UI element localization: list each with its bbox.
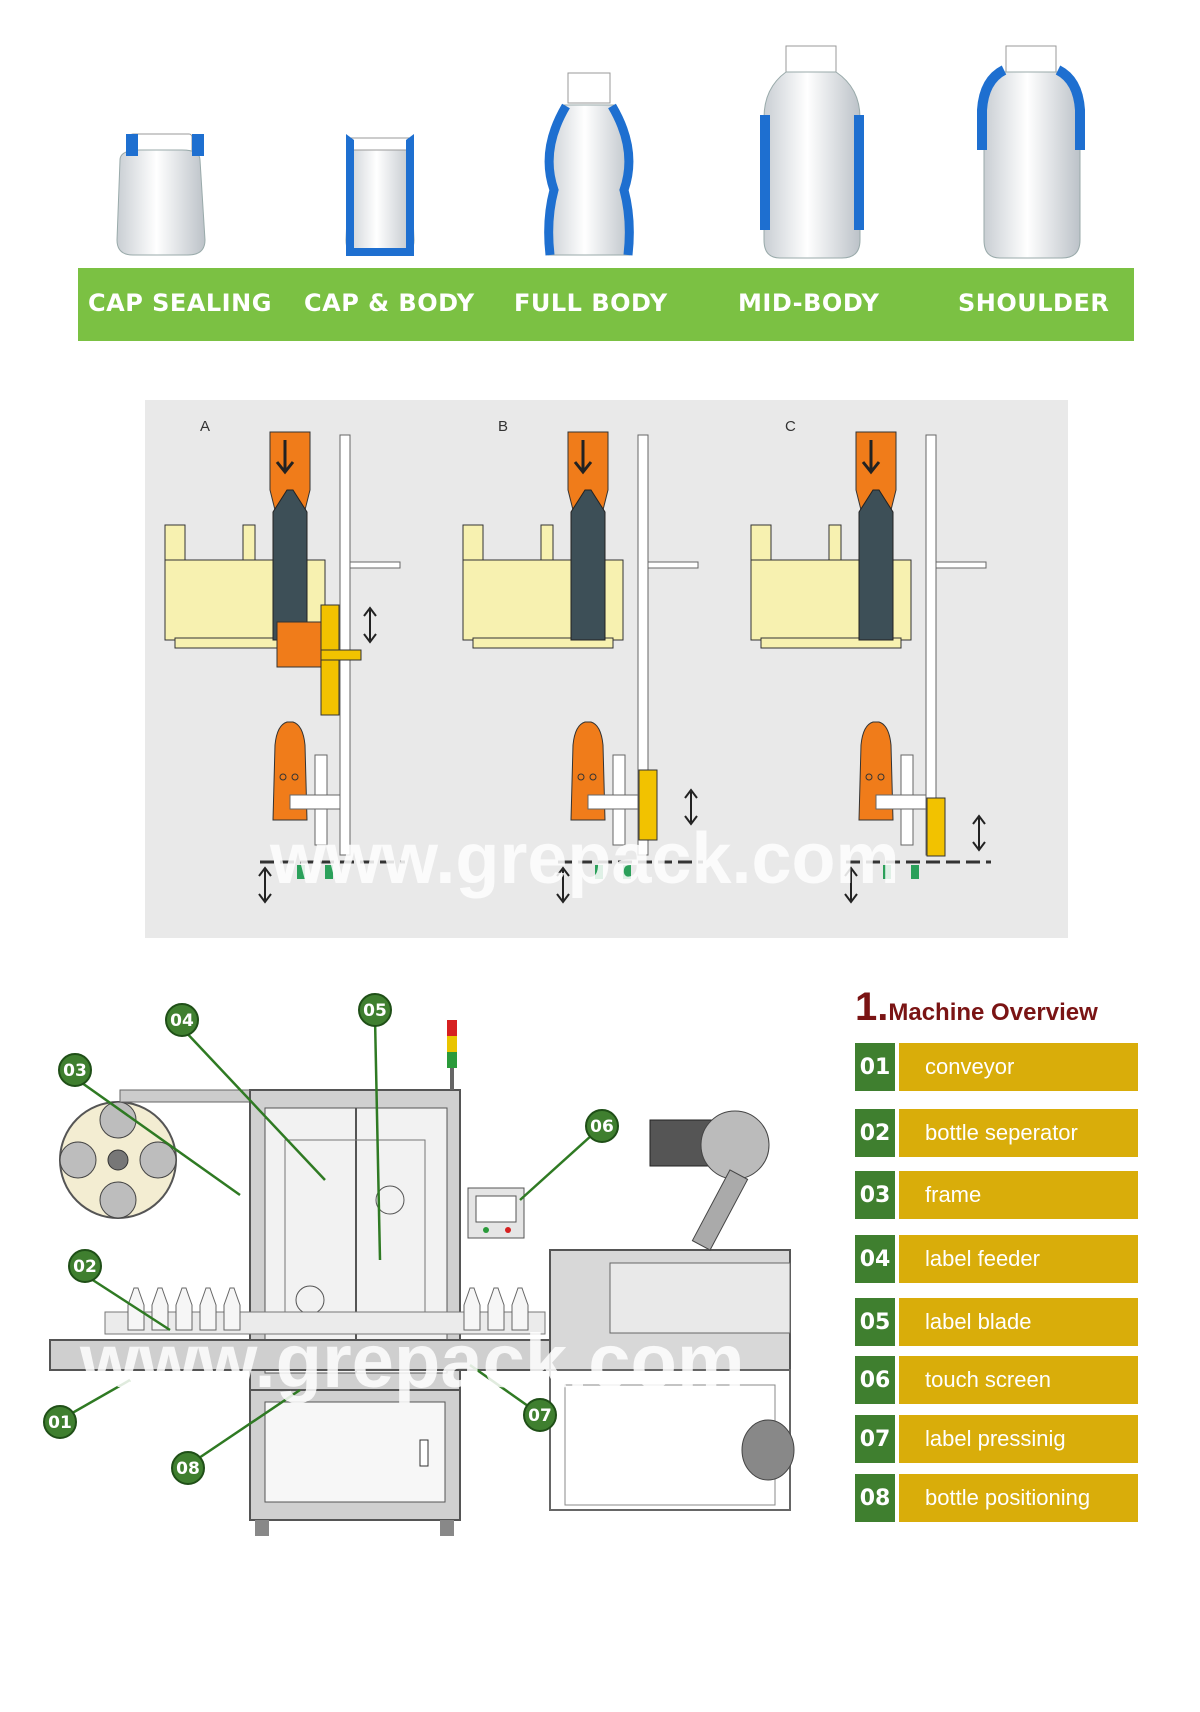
callout-06: 06 xyxy=(590,1117,614,1137)
callout-06-badge xyxy=(585,1109,619,1143)
legend-row: 06 touch screen xyxy=(855,1356,1138,1404)
callout-05-badge xyxy=(358,993,392,1027)
legend-number: 02 xyxy=(855,1109,895,1157)
bottle-full-body xyxy=(544,72,634,256)
overview-title-number: 1. xyxy=(855,985,889,1029)
step-letter-c: C xyxy=(785,418,796,435)
legend-number: 06 xyxy=(855,1356,895,1404)
overview-title-text: Machine Overview xyxy=(888,999,1098,1026)
callout-07-badge xyxy=(523,1398,557,1432)
legend-label: bottle positioning xyxy=(899,1474,1138,1522)
callout-03: 03 xyxy=(63,1061,87,1081)
step-letter-b: B xyxy=(498,418,509,435)
sleeving-process-diagram: A B C xyxy=(145,400,1068,938)
legend-number: 08 xyxy=(855,1474,895,1522)
callout-08: 08 xyxy=(176,1459,200,1479)
label-cap-sealing: CAP SEALING xyxy=(88,289,272,317)
callout-02-badge xyxy=(68,1249,102,1283)
callout-05: 05 xyxy=(363,1001,387,1021)
legend-row: 01 conveyor xyxy=(855,1043,1138,1091)
legend-number: 01 xyxy=(855,1043,895,1091)
legend-label: label blade xyxy=(899,1298,1138,1346)
legend-row: 08 bottle positioning xyxy=(855,1474,1138,1522)
callout-03-badge xyxy=(58,1053,92,1087)
callout-07: 07 xyxy=(528,1406,552,1426)
legend-label: bottle seperator xyxy=(899,1109,1138,1157)
legend-label: conveyor xyxy=(899,1043,1138,1091)
legend-number: 04 xyxy=(855,1235,895,1283)
process-watermark: www.grepack.com xyxy=(270,819,900,899)
legend-number: 07 xyxy=(855,1415,895,1463)
label-reel xyxy=(59,1101,177,1219)
legend-row: 03 frame xyxy=(855,1171,1138,1219)
legend-label: frame xyxy=(899,1171,1138,1219)
legend-label: label pressinig xyxy=(899,1415,1138,1463)
sleeve-labeling-machine-drawing: 01 02 03 04 05 06 07 08 xyxy=(43,993,795,1536)
label-shoulder: SHOULDER xyxy=(958,289,1110,317)
bottle-cap-and-body xyxy=(345,134,415,256)
sleeve-type-bottles xyxy=(116,45,1085,259)
label-mid-body: MID-BODY xyxy=(738,289,880,317)
process-steps-drawing xyxy=(163,430,993,904)
label-cap-and-body: CAP & BODY xyxy=(304,289,475,317)
legend-row: 05 label blade xyxy=(855,1298,1138,1346)
legend-row: 02 bottle seperator xyxy=(855,1109,1138,1157)
machine-watermark: www.grepack.com xyxy=(80,1319,745,1404)
callout-04: 04 xyxy=(170,1011,194,1031)
bottle-cap-sealing xyxy=(116,133,206,256)
legend-number: 03 xyxy=(855,1171,895,1219)
bottle-shoulder xyxy=(977,45,1085,259)
machine-overview-legend: 1.Machine Overview 01 conveyor 02 bottle… xyxy=(855,985,1140,1525)
step-letter-a: A xyxy=(200,418,211,435)
bottle-mid-body xyxy=(760,45,864,259)
label-full-body: FULL BODY xyxy=(514,289,668,317)
sleeve-type-band: CAP SEALING CAP & BODY FULL BODY MID-BOD… xyxy=(78,268,1134,341)
legend-label: touch screen xyxy=(899,1356,1138,1404)
legend-number: 05 xyxy=(855,1298,895,1346)
callout-02: 02 xyxy=(73,1257,97,1277)
legend-label: label feeder xyxy=(899,1235,1138,1283)
legend-row: 04 label feeder xyxy=(855,1235,1138,1283)
callout-01-badge xyxy=(43,1405,77,1439)
overview-title: 1.Machine Overview xyxy=(855,985,1098,1030)
callout-08-badge xyxy=(171,1451,205,1485)
legend-row: 07 label pressinig xyxy=(855,1415,1138,1463)
callout-01: 01 xyxy=(48,1413,72,1433)
callout-04-badge xyxy=(165,1003,199,1037)
